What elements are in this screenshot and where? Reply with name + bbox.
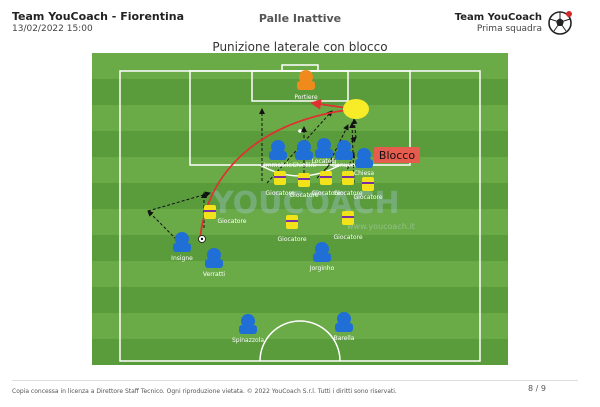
player-spinazzola[interactable]: Spinazzola [232, 314, 264, 344]
player-barella[interactable]: Barella [334, 312, 355, 342]
diagram-title: Punizione laterale con blocco [212, 40, 388, 54]
player-label-locatelli: Locatelli [312, 158, 337, 165]
player-label-verratti: Verratti [203, 271, 226, 278]
player-label-jorginho: Jorginho [309, 265, 335, 272]
opponent-player[interactable]: Giocatore [204, 205, 247, 225]
player-verratti[interactable]: Verratti [203, 248, 226, 278]
opponent-player[interactable]: Giocatore [333, 171, 363, 197]
player-label-insigne: Insigne [171, 255, 193, 262]
watermark-url: www.youcoach.it [347, 222, 415, 231]
opponent-player[interactable]: Giocatore [277, 215, 307, 243]
match-date: 13/02/2022 15:00 [12, 24, 93, 34]
opponent-label: Giocatore [333, 234, 362, 241]
opponent-player[interactable]: Giocatore [333, 211, 363, 241]
soccer-ball-logo-icon [548, 11, 572, 35]
watermark: YOUCOACH www.youcoach.it [211, 186, 415, 231]
player-label-barella: Barella [334, 335, 355, 342]
team-name: Team YouCoach [454, 12, 542, 23]
opponent-label: Giocatore [353, 194, 382, 201]
player-chiesa[interactable]: Chiesa [354, 148, 374, 177]
opponent-player[interactable]: Giocatore [289, 173, 319, 199]
opponent-player[interactable]: Giocatore [353, 177, 383, 201]
footer-divider [12, 380, 578, 381]
player-jorginho[interactable]: Jorginho [309, 242, 335, 272]
grass-stripes [92, 53, 508, 365]
player-bonucci[interactable]: Bonucci [332, 140, 356, 169]
opponent-label: Giocatore [265, 190, 294, 197]
player-label-portiere: Portiere [294, 94, 318, 101]
player-locatelli[interactable]: Locatelli [312, 138, 337, 165]
opponent-player[interactable]: Giocatore [265, 171, 295, 197]
opponent-label: Giocatore [277, 236, 306, 243]
player-chiellini[interactable]: Chiellini [292, 140, 316, 169]
team-subtitle: Prima squadra [476, 24, 542, 34]
blocco-label: Blocco [379, 149, 415, 162]
page-number: 8 / 9 [528, 384, 546, 393]
ball-icon[interactable] [198, 235, 206, 243]
player-immobile[interactable]: Immobile [264, 140, 292, 169]
player-label-spinazzola: Spinazzola [232, 337, 264, 344]
goalkeeper[interactable]: Portiere [294, 70, 318, 101]
player-label-bonucci: Bonucci [332, 162, 356, 169]
blocco-callout: Blocco [374, 147, 420, 163]
tactical-pitch: YOUCOACH www.youcoach.it Blocco Portiere… [92, 53, 508, 365]
target-zone [343, 99, 369, 119]
opponent-label: Giocatore [289, 192, 318, 199]
player-label-chiellini: Chiellini [292, 162, 316, 169]
match-title: Team YouCoach - Fiorentina [12, 10, 185, 23]
opponent-label: Giocatore [311, 190, 340, 197]
footer-copyright: Copia concessa in licenza a Direttore St… [12, 388, 397, 395]
player-label-immobile: Immobile [264, 162, 292, 169]
opponent-label: Giocatore [217, 218, 246, 225]
opponent-player[interactable]: Giocatore [311, 171, 341, 197]
player-insigne[interactable]: Insigne [171, 232, 193, 262]
penalty-spot [298, 129, 302, 133]
opponent-label: Giocatore [333, 190, 362, 197]
section-title: Palle Inattive [258, 12, 342, 25]
watermark-logo: YOUCOACH [211, 186, 400, 221]
player-label-chiesa: Chiesa [354, 170, 374, 177]
